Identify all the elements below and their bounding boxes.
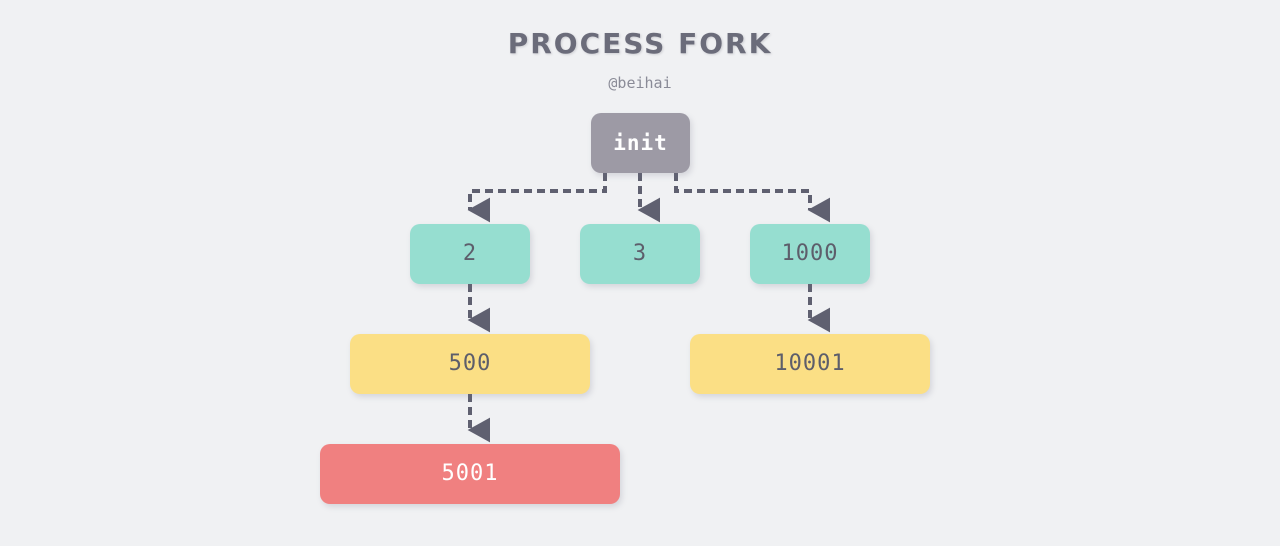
process-node-label: 500 [448,351,492,376]
process-node-p2[interactable]: 2 [410,224,530,284]
fork-edge-init-to-p1000 [674,173,831,223]
process-node-label: 3 [632,241,648,266]
process-node-label: 10001 [774,351,846,376]
process-node-p500[interactable]: 500 [350,334,590,394]
process-node-label: 5001 [441,461,499,486]
process-node-p1000[interactable]: 1000 [750,224,870,284]
process-node-p5001[interactable]: 5001 [320,444,620,504]
page-title: PROCESS FORK [507,27,773,60]
process-node-p10001[interactable]: 10001 [690,334,930,394]
process-node-p3[interactable]: 3 [580,224,700,284]
process-node-label: 2 [462,241,478,266]
fork-edge-init-to-p2 [467,173,607,223]
process-node-init[interactable]: init [591,113,690,173]
process-node-label: init [613,130,668,155]
process-node-label: 1000 [781,241,839,266]
page-subtitle: @beihai [608,74,672,92]
